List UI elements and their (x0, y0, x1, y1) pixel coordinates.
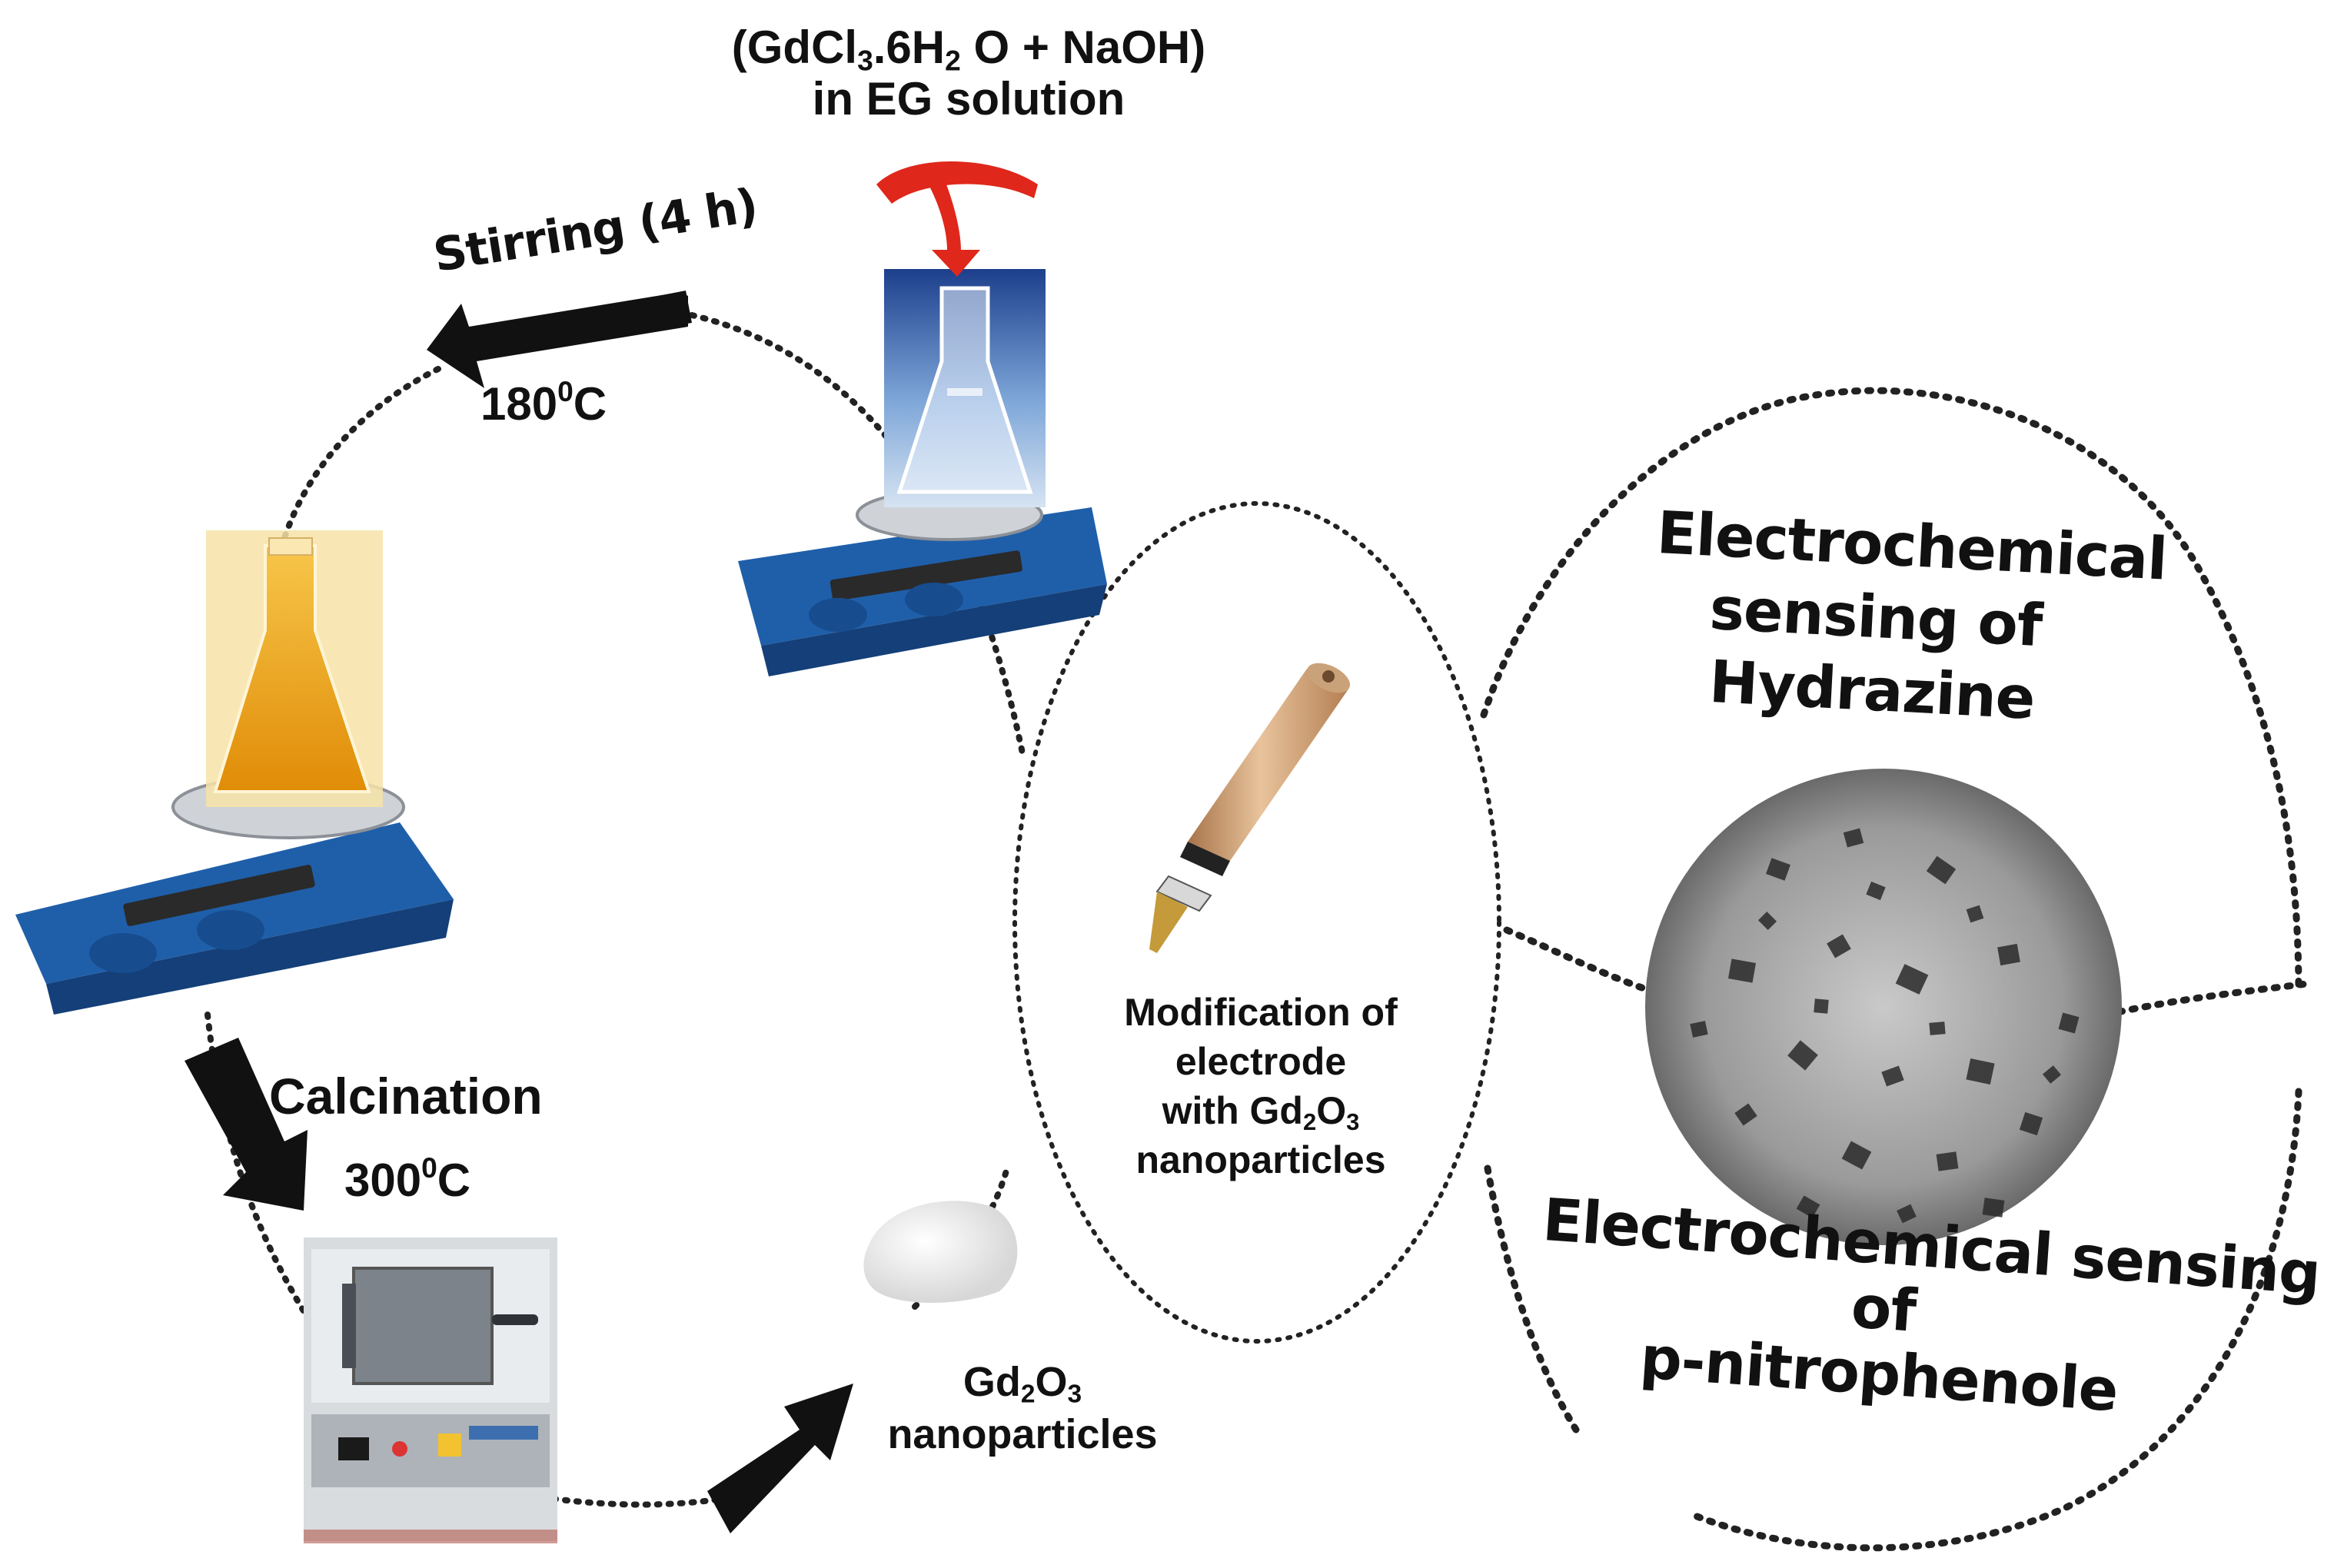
nanoparticle-dots (1690, 828, 2080, 1224)
calcination-temperature: 3000C (344, 1151, 471, 1206)
reactants-line-1: (GdCl3.6H2 O + NaOH) (731, 22, 1206, 77)
product-formula: Gd2O3 (963, 1359, 1082, 1409)
gd2o3-powder-illustration (863, 1201, 1018, 1303)
stirring-arrow (427, 291, 692, 388)
calcination-label: Calcination (269, 1068, 543, 1125)
product-arrow (707, 1384, 853, 1533)
red-addition-arrow (876, 161, 1038, 277)
reactants-label: (GdCl3.6H2 O + NaOH) in EG solution (677, 22, 1261, 125)
muffle-furnace-illustration (304, 1237, 557, 1543)
sensing-boundary (1480, 387, 2310, 1552)
electrode-line-2: electrode (1175, 1040, 1347, 1083)
electrode-rod-illustration (1149, 663, 1351, 953)
tem-micrograph (1645, 769, 2122, 1245)
electrode-modification-label: Modification of electrode with Gd2O3 nan… (1080, 988, 1441, 1184)
calcination-arrow (185, 1038, 308, 1211)
product-label: Gd2O3 nanoparticles (861, 1357, 1184, 1460)
hotplate-empty-flask-illustration (738, 269, 1107, 676)
electrode-line-3: with Gd2O3 (1162, 1089, 1360, 1135)
electrode-line-1: Modification of (1124, 991, 1398, 1034)
product-line-2: nanoparticles (887, 1410, 1158, 1457)
stirring-temperature: 1800C (480, 374, 607, 430)
electrode-boundary-ellipse (1012, 501, 1501, 1344)
electrode-line-4: nanoparticles (1135, 1138, 1386, 1181)
hydrazine-sensing-label: Electrochemical sensing of Hydrazine (1647, 496, 2169, 738)
hotplate-amber-flask-illustration (15, 530, 454, 1015)
reactants-line-2: in EG solution (812, 73, 1125, 125)
